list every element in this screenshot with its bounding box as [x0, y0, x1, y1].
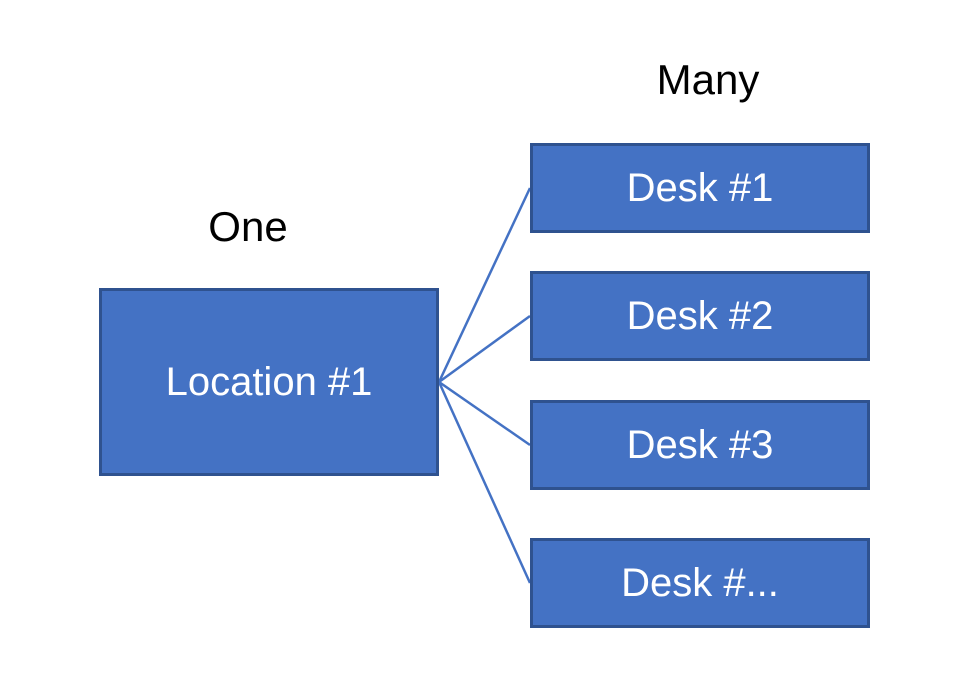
- connector-line-desk-3: [438, 380, 531, 447]
- location-box: Location #1: [99, 288, 439, 476]
- desk-box-2: Desk #2: [530, 271, 870, 361]
- many-side-label: Many: [656, 56, 760, 103]
- one-side-label: One: [208, 203, 288, 250]
- connector-line-desk-4: [437, 381, 532, 584]
- desk-box-ellipsis: Desk #...: [530, 538, 870, 628]
- desk-box-3: Desk #3: [530, 400, 870, 490]
- desk-box-1: Desk #1: [530, 143, 870, 233]
- connector-line-desk-1: [437, 187, 532, 383]
- connector-line-desk-2: [438, 314, 531, 384]
